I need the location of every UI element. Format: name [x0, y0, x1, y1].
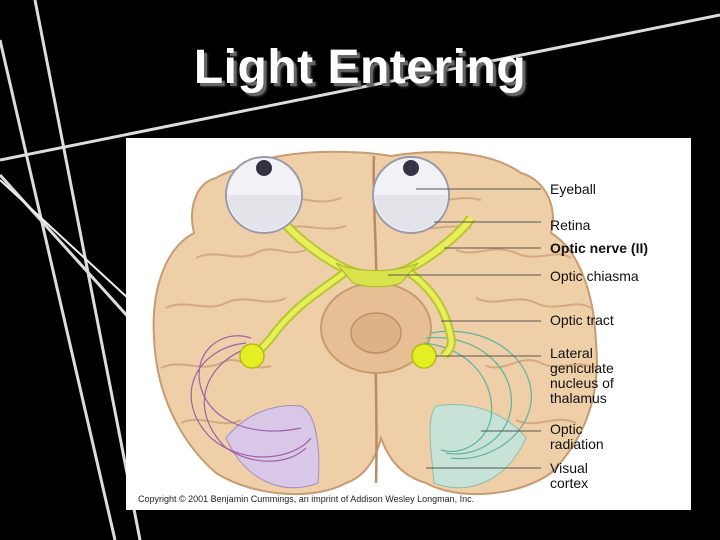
optic-radiation: [190, 330, 532, 462]
label-cortex-2: cortex: [550, 475, 588, 491]
bg-line: [0, 39, 117, 540]
brain-illustration: [152, 150, 598, 496]
label-optic-tract: Optic tract: [550, 312, 614, 328]
bg-line: [0, 179, 131, 301]
label-lgn-3: nucleus of: [550, 375, 614, 391]
slide-title: Light Entering: [193, 41, 527, 94]
eyeball-right: [372, 156, 450, 234]
lgn-right: [411, 343, 437, 369]
label-retina: Retina: [550, 217, 591, 233]
bg-line: [0, 13, 720, 162]
lgn-left: [239, 343, 265, 369]
label-eyeball: Eyeball: [550, 181, 596, 197]
eyeball-left: [225, 156, 303, 234]
brain-visual-pathway-figure: Eyeball Retina Optic nerve (II) Optic ch…: [126, 138, 691, 510]
label-radiation-1: Optic: [550, 421, 583, 437]
label-lgn-1: Lateral: [550, 345, 593, 361]
label-lgn-2: geniculate: [550, 360, 614, 376]
label-cortex-1: Visual: [550, 460, 588, 476]
label-radiation-2: radiation: [550, 436, 604, 452]
label-lgn-4: thalamus: [550, 390, 607, 406]
leader-lines: [388, 188, 541, 469]
label-optic-nerve: Optic nerve (II): [550, 240, 648, 256]
label-optic-chiasma: Optic chiasma: [550, 268, 639, 284]
copyright-notice: Copyright © 2001 Benjamin Cummings, an i…: [138, 494, 474, 504]
